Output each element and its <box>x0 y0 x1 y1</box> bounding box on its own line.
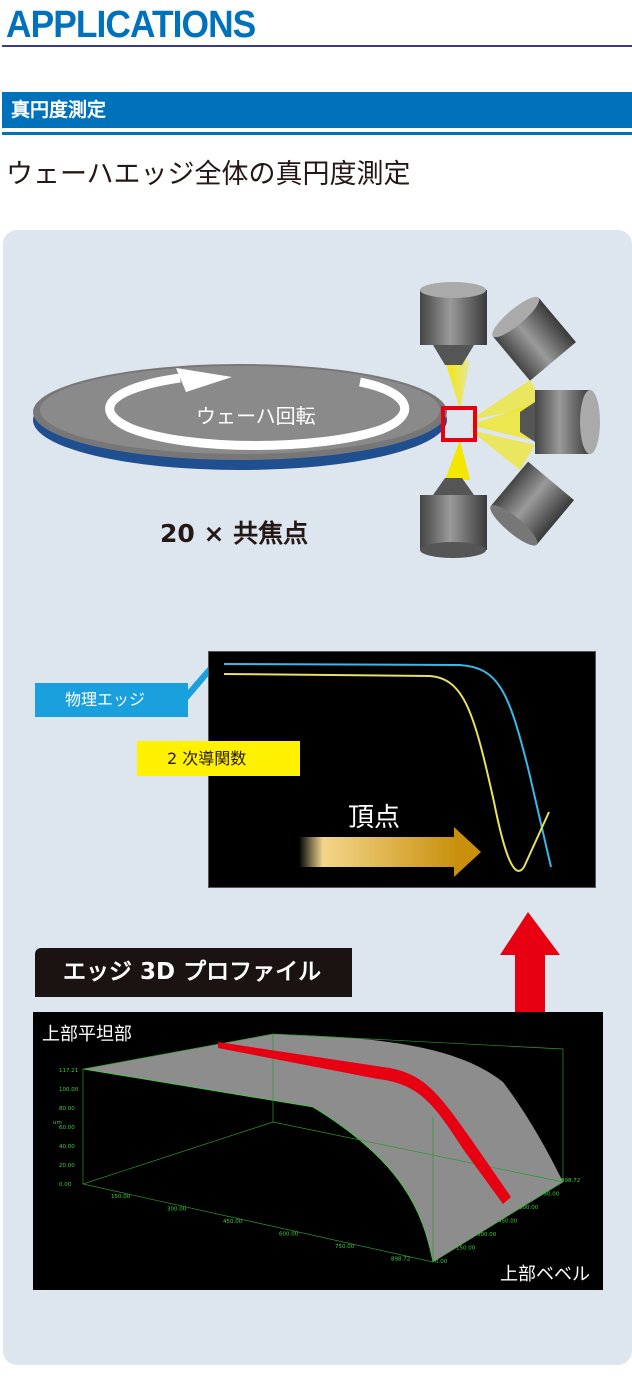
measurement-point-box <box>441 406 477 442</box>
objective-lens-icon <box>492 296 576 381</box>
x-tick-label: 300.00 <box>167 1207 187 1213</box>
objective-lens-icon <box>520 390 600 454</box>
edge-3d-profile: 117.21 100.00 80.00 60.00 40.00 20.00 0.00 150.… <box>33 1012 603 1290</box>
page-title: APPLICATIONS <box>6 4 256 46</box>
top-flat-label: 上部平坦部 <box>42 1024 132 1045</box>
x-tick-label: 750.00 <box>335 1244 355 1250</box>
second-derivative-curve <box>223 673 550 872</box>
y-tick-label: 898.72 <box>561 1178 580 1184</box>
x-tick-label: 600.00 <box>279 1232 299 1238</box>
confocal-label: 20 × 共焦点 <box>160 519 309 548</box>
objective-lens-icon <box>420 282 487 365</box>
x-tick-label: 150.00 <box>111 1194 131 1200</box>
z-tick-label: 80.00 <box>59 1106 75 1112</box>
surface <box>83 1034 563 1262</box>
rotation-arrow-icon <box>105 373 409 450</box>
section-heading: 真円度測定 <box>2 92 632 128</box>
profile-highlight <box>218 1042 511 1204</box>
y-tick-label: 300.00 <box>477 1232 497 1238</box>
apex-arrow-icon <box>299 837 459 867</box>
section-divider <box>2 132 632 135</box>
z-tick-label: 40.00 <box>59 1144 75 1150</box>
x-tick-label: 450.00 <box>223 1219 243 1225</box>
title-divider <box>2 45 632 47</box>
y-tick-label: 750.00 <box>540 1192 560 1198</box>
second-derivative-tag: 2 次導関数 <box>137 741 300 776</box>
y-tick-label: 600.00 <box>519 1205 539 1211</box>
rotation-label: ウェーハ回転 <box>196 404 316 428</box>
apex-label: 頂点 <box>348 803 401 833</box>
profile-tag: エッジ 3D プロファイル <box>35 948 352 997</box>
light-beam <box>445 360 470 410</box>
z-tick-label: 100.00 <box>59 1087 79 1093</box>
physical-edge-tag: 物理エッジ <box>35 683 188 717</box>
top-bevel-label: 上部ベベル <box>500 1264 590 1285</box>
objective-lens-icon <box>490 461 575 546</box>
y-tick-label: 450.00 <box>498 1219 518 1225</box>
z-tick-label: 60.00 <box>59 1125 75 1131</box>
objective-lens-icon <box>420 478 487 558</box>
x-tick-label: 898.72 <box>391 1257 410 1263</box>
physical-edge-curve <box>223 663 552 868</box>
z-tick-label: 117.21 <box>59 1068 78 1074</box>
z-tick-label: 20.00 <box>59 1163 75 1169</box>
y-tick-label: 0.00 <box>435 1259 448 1265</box>
z-tick-label: 0.00 <box>59 1182 72 1188</box>
section-subtitle: ウェーハエッジ全体の真円度測定 <box>6 159 411 190</box>
y-tick-label: 150.00 <box>456 1246 476 1252</box>
z-unit-label: um <box>53 1120 62 1126</box>
